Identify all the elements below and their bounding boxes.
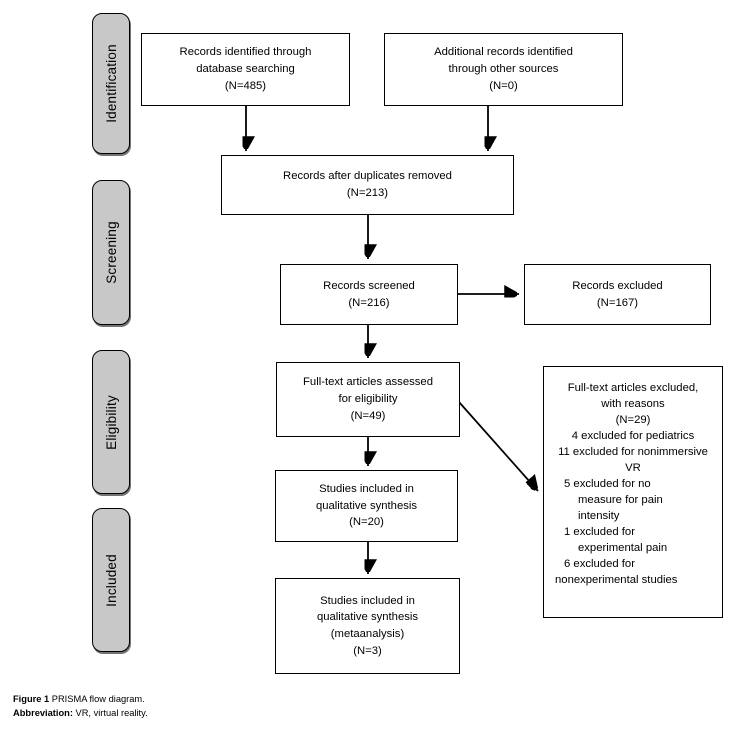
reason-line: (N=29) (615, 414, 651, 426)
box-additional-records: Additional records identified through ot… (384, 33, 623, 106)
figure-caption: Figure 1 PRISMA flow diagram. Abbreviati… (13, 692, 148, 721)
box-fulltext-assessed: Full-text articles assessed for eligibil… (276, 362, 460, 437)
reason-line: 11 excluded for nonimmersive (558, 446, 708, 458)
reason-line: Full-text articles excluded, (567, 382, 699, 394)
reason-line: 6 excluded for (564, 558, 635, 570)
caption-line-abbreviation: Abbreviation: VR, virtual reality. (13, 706, 148, 720)
caption-abbreviation-text: VR, virtual reality. (72, 708, 148, 719)
caption-figure-text: PRISMA flow diagram. (49, 694, 145, 704)
reason-line: nonexperimental studies (555, 574, 678, 586)
caption-figure-label: Figure 1 (13, 694, 50, 704)
stage-eligibility-label: Eligibility (103, 394, 119, 450)
stage-included: Included (92, 508, 130, 652)
box-records-excluded: Records excluded (N=167) (524, 264, 711, 325)
box-qualitative-synthesis: Studies included in qualitative synthesi… (275, 470, 458, 542)
stage-eligibility: Eligibility (92, 350, 130, 494)
box-duplicates-removed: Records after duplicates removed (N=213) (221, 155, 514, 215)
reason-line: experimental pain (578, 542, 668, 554)
reason-line: intensity (578, 510, 620, 522)
box-records-screened: Records screened (N=216) (280, 264, 458, 325)
reason-line: measure for pain (578, 494, 663, 506)
box-fulltext-excluded: Full-text articles excluded, with reason… (543, 366, 723, 618)
reason-line: 1 excluded for (564, 526, 635, 538)
stage-included-label: Included (103, 553, 119, 607)
caption-line-figure: Figure 1 PRISMA flow diagram. (13, 692, 148, 706)
box-meta-analysis: Studies included in qualitative synthesi… (275, 578, 460, 674)
stage-screening: Screening (92, 180, 130, 325)
reason-line: with reasons (601, 398, 665, 410)
arrow-fulltext-to-reasons (458, 401, 538, 491)
reason-line: 5 excluded for no (564, 478, 651, 490)
stage-identification-label: Identification (103, 44, 119, 123)
reason-line: VR (625, 462, 641, 474)
stage-identification: Identification (92, 13, 130, 154)
box-records-identified: Records identified through database sear… (141, 33, 350, 106)
caption-abbreviation-label: Abbreviation: (13, 708, 73, 719)
reason-line: 4 excluded for pediatrics (571, 430, 695, 442)
stage-screening-label: Screening (103, 221, 119, 284)
